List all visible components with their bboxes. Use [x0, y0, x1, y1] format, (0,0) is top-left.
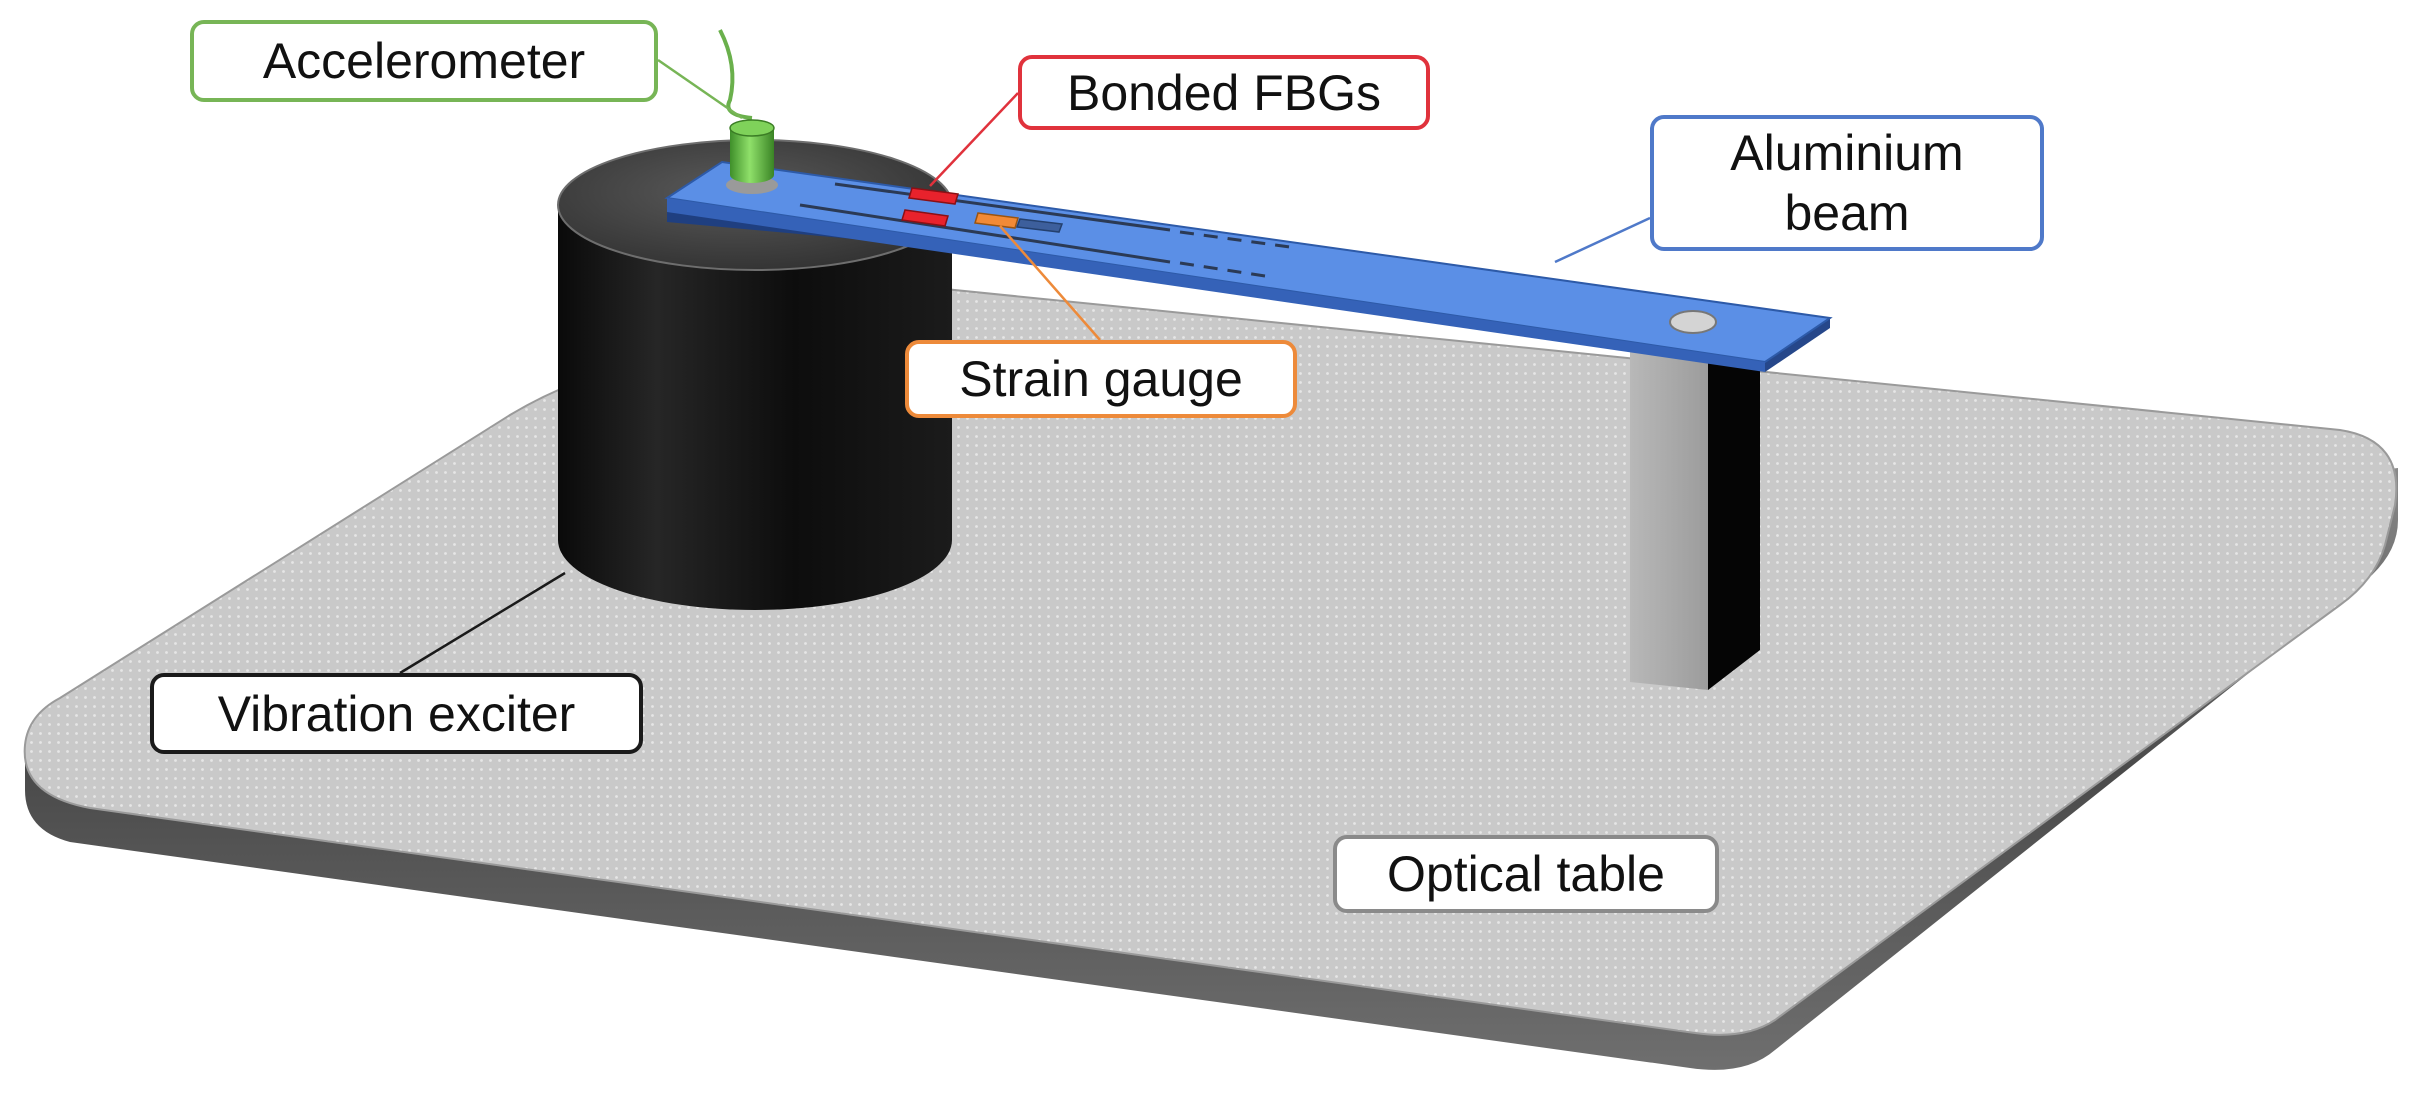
leader-lines: [399, 58, 1651, 675]
accelerometer: [718, 29, 778, 194]
aluminium-beam-label-line2: beam: [1784, 185, 1910, 241]
beam-bolt: [1669, 310, 1717, 334]
support-post: [1630, 312, 1760, 690]
strain-gauge-tab: [1015, 218, 1064, 233]
aluminium-beam-leader: [1554, 216, 1651, 264]
fiber-line: [799, 203, 1171, 264]
vibration-exciter-label-text: Vibration exciter: [217, 685, 576, 742]
strain-gauge-label: Strain gauge: [905, 340, 1297, 418]
optical-table-label: Optical table: [1333, 835, 1719, 913]
accelerometer-label: Accelerometer: [190, 20, 658, 102]
fbg-patch: [908, 187, 959, 205]
vibration-exciter-leader: [399, 571, 566, 675]
bonded-fbgs-label: Bonded FBGs: [1018, 55, 1430, 130]
strain-gauge-leader: [999, 225, 1101, 341]
accelerometer-label-text: Accelerometer: [262, 33, 586, 89]
fiber-line-dashed: [1179, 230, 1291, 249]
fbg-patch: [901, 209, 949, 227]
bonded-fbgs-leader: [929, 92, 1019, 187]
aluminium-beam-label-line1: Aluminium: [1730, 125, 1964, 181]
aluminium-beam-label: Aluminium beam: [1650, 115, 2044, 251]
aluminium-beam: [664, 160, 1833, 372]
accelerometer-leader: [657, 58, 743, 120]
fiber-line: [834, 182, 1171, 232]
vibration-exciter-label: Vibration exciter: [150, 673, 643, 754]
optical-table-label-text: Optical table: [1387, 846, 1665, 902]
bonded-fbgs-label-text: Bonded FBGs: [1066, 64, 1382, 121]
strain-gauge-label-text: Strain gauge: [959, 351, 1243, 407]
strain-gauge-patch: [974, 212, 1019, 229]
